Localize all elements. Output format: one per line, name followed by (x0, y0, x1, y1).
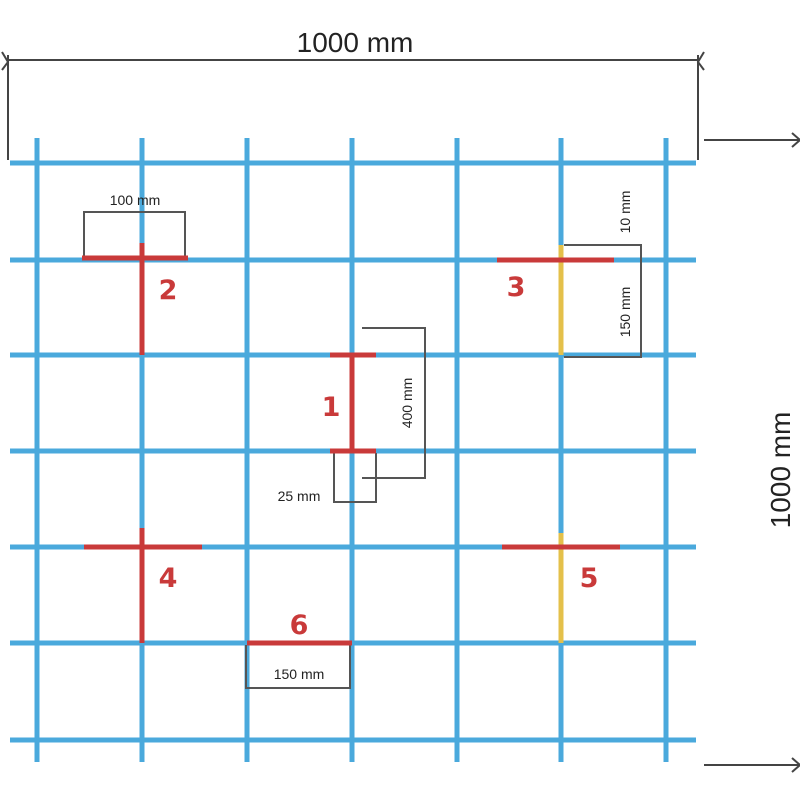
annotation-lines (83, 211, 642, 689)
height-dimension (704, 132, 800, 773)
marker-label-6: 6 (290, 610, 309, 641)
height-top-tick (791, 132, 800, 148)
annotation-25mm: 25 mm (278, 488, 321, 504)
markers (82, 243, 620, 646)
width-label: 1000 mm (297, 27, 414, 58)
marker-label-2: 2 (159, 275, 178, 306)
marker-shape-4 (84, 528, 202, 643)
bracket-400mm (362, 327, 426, 479)
annotation-100mm: 100 mm (110, 192, 161, 208)
bracket-150mm-vertical (564, 244, 642, 358)
width-left-tick (1, 51, 10, 71)
bracket-25mm (333, 453, 377, 503)
marker-label-4: 4 (159, 563, 178, 594)
annotation-10mm: 10 mm (617, 191, 633, 234)
marker-shape-2 (82, 243, 188, 355)
height-bottom-tick (791, 757, 800, 773)
bracket-150mm-horizontal (245, 645, 351, 689)
width-right-tick (696, 51, 705, 71)
annotation-150mm-vertical: 150 mm (617, 287, 633, 338)
marker-label-1: 1 (322, 392, 341, 423)
marker-shape-1 (330, 352, 376, 454)
height-label: 1000 mm (765, 412, 796, 529)
annotation-150mm-horizontal: 150 mm (274, 666, 325, 682)
annotation-400mm: 400 mm (399, 378, 415, 429)
marker-label-3: 3 (507, 272, 526, 303)
marker-label-5: 5 (580, 563, 599, 594)
bracket-100mm (83, 211, 186, 258)
width-dimension (1, 51, 705, 160)
marker-labels: 1 2 3 4 5 6 (159, 272, 599, 641)
